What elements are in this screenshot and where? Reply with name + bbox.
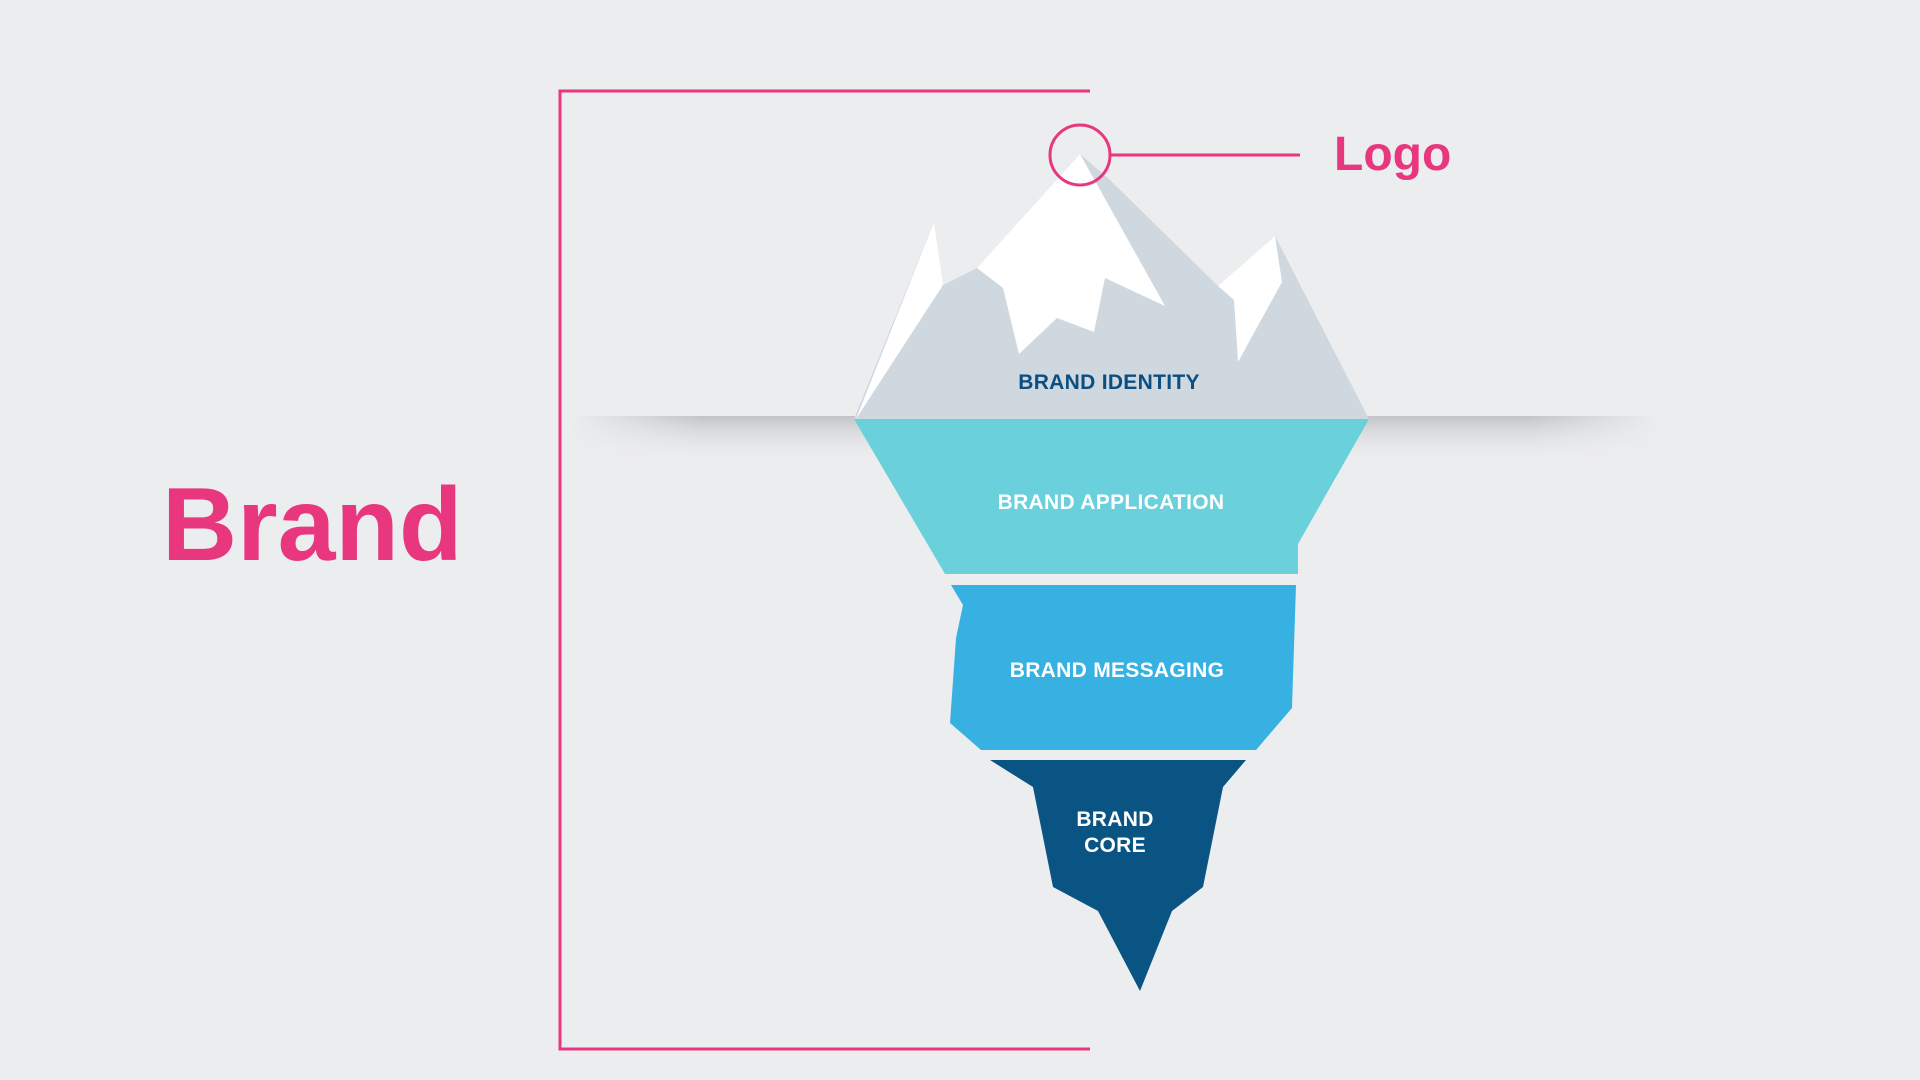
layer-brand-core-label-line2: CORE	[1084, 834, 1146, 857]
layer-brand-application-label: BRAND APPLICATION	[998, 491, 1225, 514]
layer-brand-core-shape	[990, 760, 1246, 991]
logo-callout-label: Logo	[1334, 128, 1451, 181]
layer-brand-messaging-label: BRAND MESSAGING	[1010, 659, 1225, 682]
layer-brand-application-shape	[854, 419, 1369, 574]
layer-brand-core-label-line1: BRAND	[1076, 808, 1153, 831]
layer-brand-identity-label: BRAND IDENTITY	[1018, 371, 1200, 394]
brand-title: Brand	[162, 467, 462, 583]
bracket-line	[558, 89, 1090, 1051]
layer-brand-messaging-shape	[950, 585, 1296, 750]
snow-caps	[856, 154, 1282, 419]
